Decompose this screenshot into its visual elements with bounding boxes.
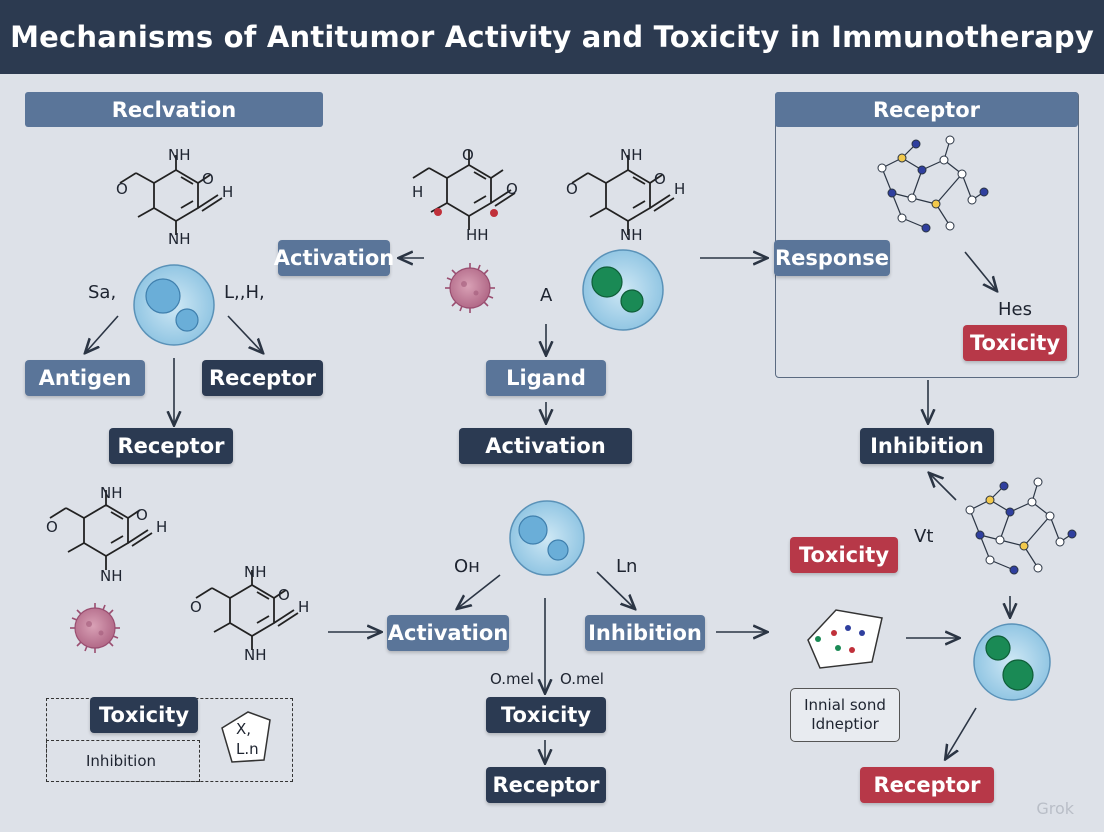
note-line-1: Innial sond bbox=[804, 696, 886, 714]
node-receptor-right: Receptor bbox=[860, 767, 994, 803]
node-activation-center: Activation bbox=[459, 428, 632, 464]
atom-label: NH bbox=[168, 146, 191, 164]
atom-label: O bbox=[506, 180, 518, 198]
node-toxicity-dashed: Toxicity bbox=[90, 697, 198, 733]
molecular-network-bottom bbox=[965, 477, 1077, 575]
atom-label: O bbox=[278, 586, 290, 604]
label-sa: Sa, bbox=[88, 282, 117, 303]
node-inhibition-bottom: Inhibition bbox=[585, 615, 705, 651]
label-ln-small: L.n bbox=[236, 740, 259, 758]
node-receptor-left: Receptor bbox=[202, 360, 323, 396]
atom-label: O bbox=[190, 598, 202, 616]
node-antigen: Antigen bbox=[25, 360, 145, 396]
node-inhibition-right: Inhibition bbox=[860, 428, 994, 464]
molecule-top-right bbox=[571, 154, 675, 236]
label-lh: L,,H, bbox=[224, 282, 265, 303]
cell-right bbox=[973, 623, 1051, 701]
cell-center-bottom bbox=[509, 500, 585, 576]
atom-label: O bbox=[462, 146, 474, 164]
atom-label: NH bbox=[100, 484, 123, 502]
label-oh: Oн bbox=[454, 556, 480, 577]
node-receptor-center: Receptor bbox=[486, 767, 606, 803]
node-toxicity-right: Toxicity bbox=[790, 537, 898, 573]
molecule-bottom-left bbox=[195, 569, 299, 651]
watermark: Grok bbox=[1036, 799, 1074, 818]
dashed-inner-frame bbox=[46, 740, 200, 782]
page-title: Mechanisms of Antitumor Activity and Tox… bbox=[0, 0, 1104, 74]
molecule-mid-left bbox=[49, 489, 153, 571]
atom-label: O bbox=[46, 518, 58, 536]
label-a: A bbox=[540, 285, 553, 306]
atom-label: HH bbox=[466, 226, 489, 244]
label-omal-left: O.mel bbox=[490, 670, 534, 688]
note-box: Innial sond Idneptior bbox=[790, 688, 900, 742]
atom-label: O bbox=[566, 180, 578, 198]
molecule-top-left bbox=[119, 154, 223, 236]
pathogen-left bbox=[69, 602, 121, 654]
atom-label: NH bbox=[244, 646, 267, 664]
node-toxicity-panel: Toxicity bbox=[963, 325, 1067, 361]
label-vt: Vt bbox=[914, 526, 934, 547]
left-section-header: Reclvation bbox=[25, 92, 323, 127]
atom-label: O bbox=[116, 180, 128, 198]
label-hes: Hes bbox=[998, 299, 1032, 320]
node-ligand: Ligand bbox=[486, 360, 606, 396]
node-toxicity-center: Toxicity bbox=[486, 697, 606, 733]
node-activation-bottom: Activation bbox=[387, 615, 509, 651]
label-ln: Ln bbox=[616, 556, 638, 577]
atom-label: H bbox=[222, 183, 234, 201]
atom-label: H bbox=[412, 183, 424, 201]
node-response: Response bbox=[774, 240, 890, 276]
atom-label: NH bbox=[620, 146, 643, 164]
particle-polygon bbox=[807, 609, 883, 669]
cell-left bbox=[133, 264, 215, 346]
atom-label: H bbox=[298, 598, 310, 616]
cell-center-top bbox=[582, 249, 664, 331]
atom-label: NH bbox=[620, 226, 643, 244]
atom-label: O bbox=[654, 170, 666, 188]
atom-label: NH bbox=[100, 567, 123, 585]
atom-label: H bbox=[674, 180, 686, 198]
atom-label: H bbox=[156, 518, 168, 536]
node-activation-top: Activation bbox=[274, 240, 394, 276]
molecular-network-top bbox=[877, 135, 989, 233]
atom-label: O bbox=[202, 170, 214, 188]
label-inhibition-dashed: Inhibition bbox=[86, 752, 157, 770]
atom-label: NH bbox=[244, 563, 267, 581]
label-omal-right: O.mel bbox=[560, 670, 604, 688]
pathogen-top bbox=[444, 262, 496, 314]
label-x: X, bbox=[236, 720, 252, 738]
right-section-header: Receptor bbox=[775, 92, 1078, 127]
atom-label: NH bbox=[168, 230, 191, 248]
atom-label: O bbox=[136, 506, 148, 524]
node-receptor-left-low: Receptor bbox=[109, 428, 233, 464]
note-line-2: Idneptior bbox=[811, 715, 879, 733]
small-polygon bbox=[221, 711, 271, 763]
